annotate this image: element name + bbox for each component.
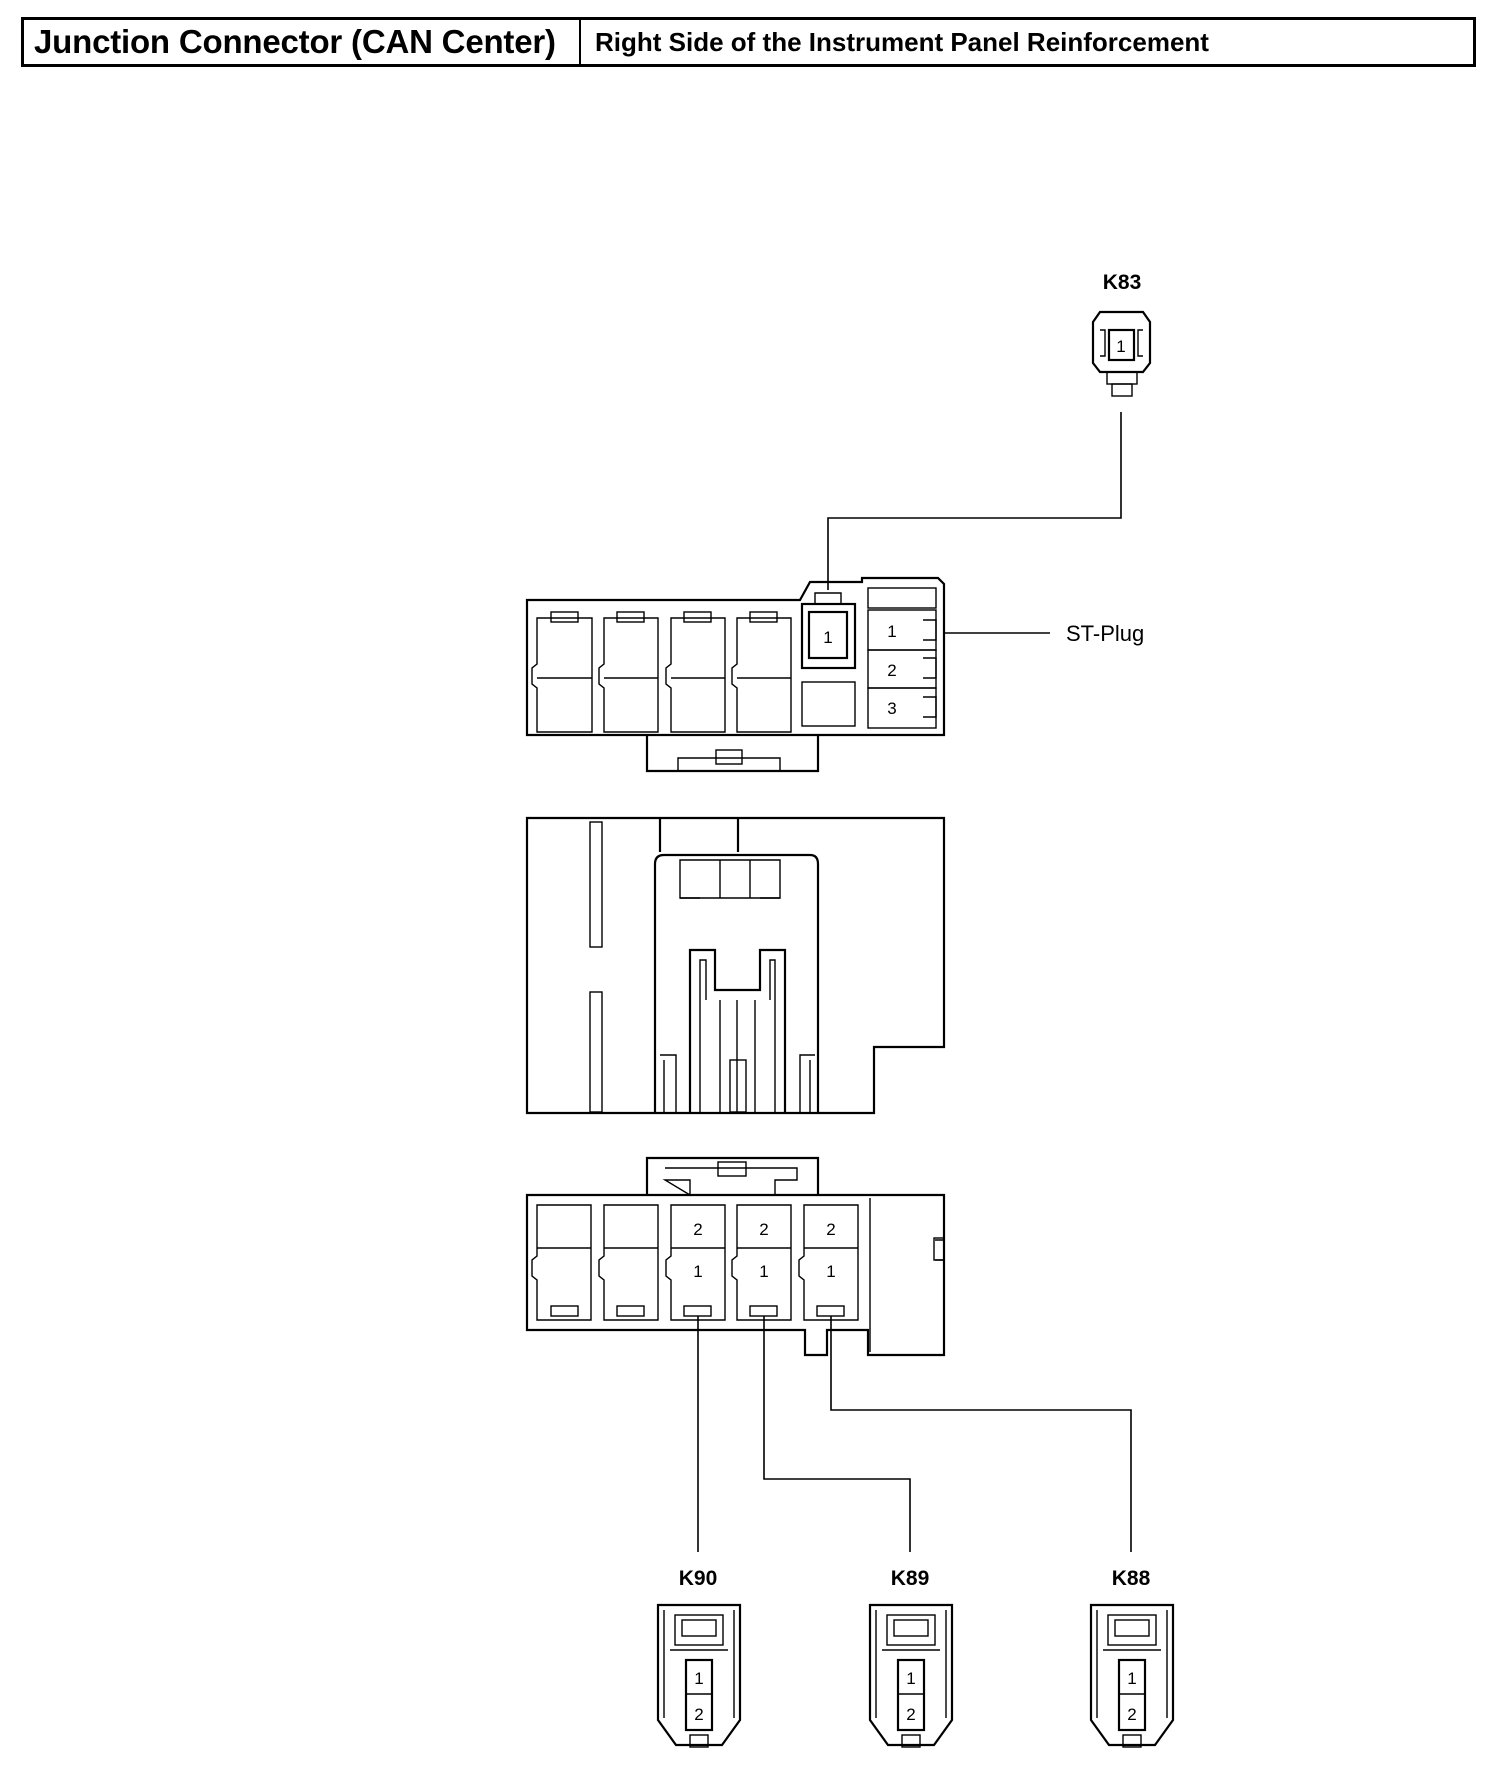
st-plug-pin-3: 3: [887, 699, 896, 718]
middle-housing: [525, 816, 946, 1115]
bottom-pin-2-c: 2: [826, 1220, 835, 1239]
k90-label: K90: [679, 1567, 718, 1590]
k88-pin-2: 2: [1127, 1705, 1136, 1724]
k90-pin-1: 1: [694, 1669, 703, 1688]
bottom-pin-2-b: 2: [759, 1220, 768, 1239]
k83-label: K83: [1103, 271, 1142, 294]
st-plug-pin-1: 1: [887, 622, 896, 641]
bottom-connector-block: 2 2 2 1 1 1: [525, 1156, 946, 1357]
k83-connector: K83 1: [1091, 271, 1152, 397]
header-table: Junction Connector (CAN Center) Right Si…: [21, 17, 1476, 67]
top-cavity-pin-1: 1: [823, 628, 832, 647]
k88-connector: K88 1 2: [1089, 1567, 1175, 1748]
k89-label: K89: [891, 1567, 930, 1590]
k88-pin-1: 1: [1127, 1669, 1136, 1688]
bottom-pin-1-a: 1: [693, 1262, 702, 1281]
bottom-pin-1-b: 1: [759, 1262, 768, 1281]
k89-connector: K89 1 2: [868, 1567, 954, 1748]
k89-pin-2: 2: [906, 1705, 915, 1724]
k88-wire: [830, 1316, 1132, 1552]
k83-wire: [827, 412, 1122, 590]
k90-connector: K90 1 2: [656, 1567, 742, 1748]
st-plug-pin-2: 2: [887, 661, 896, 680]
st-plug-label: ST-Plug: [1066, 621, 1144, 646]
k89-pin-1: 1: [906, 1669, 915, 1688]
bottom-pin-1-c: 1: [826, 1262, 835, 1281]
connector-title: Junction Connector (CAN Center): [24, 20, 581, 64]
k88-label: K88: [1112, 1567, 1151, 1590]
connector-location: Right Side of the Instrument Panel Reinf…: [595, 26, 1209, 57]
k90-pin-2: 2: [694, 1705, 703, 1724]
st-plug: 1 2 3: [867, 587, 937, 729]
bottom-pin-2-a: 2: [693, 1220, 702, 1239]
k89-wire: [763, 1316, 911, 1552]
top-cavities: [531, 611, 792, 733]
top-connector-block: 1 1 2 3 ST-Plug: [525, 576, 1144, 773]
k83-pin-1: 1: [1116, 337, 1125, 356]
